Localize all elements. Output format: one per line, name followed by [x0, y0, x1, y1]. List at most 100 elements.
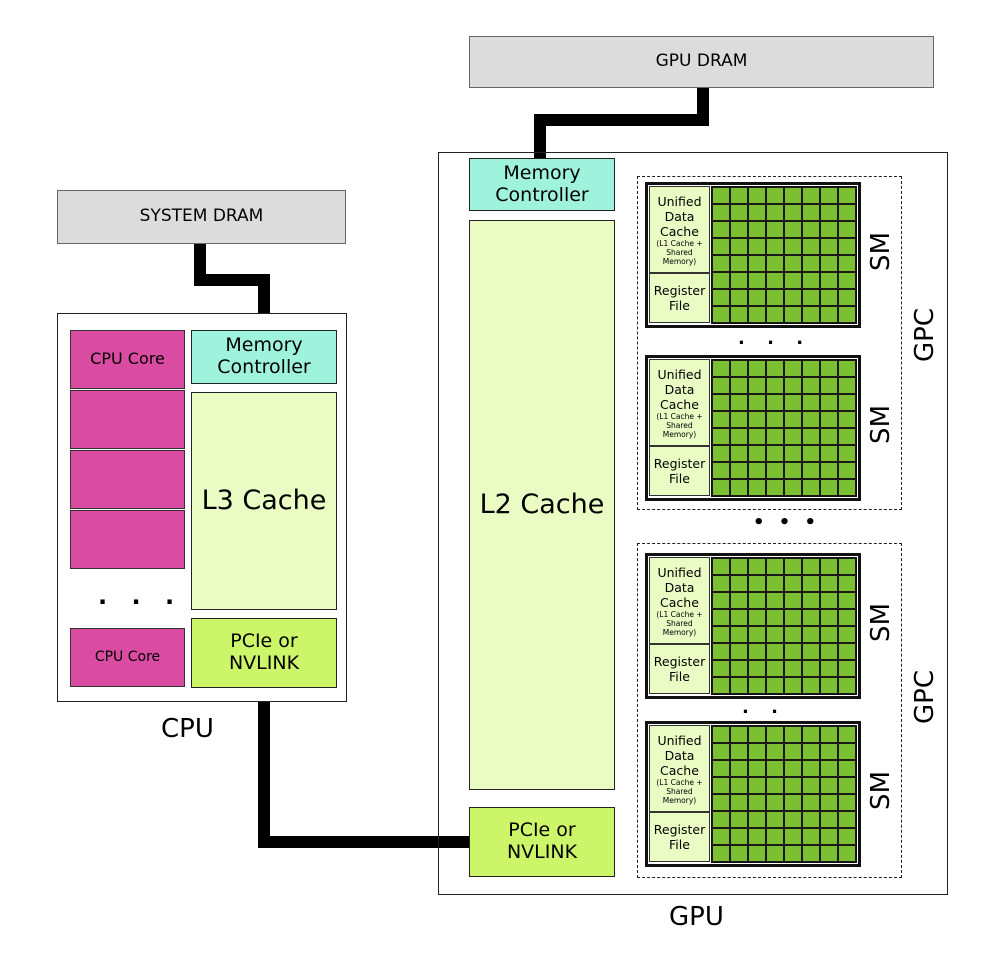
cuda-core-cell — [766, 660, 784, 677]
cuda-core-cell — [802, 626, 820, 643]
unified-data-cache-sublabel: (L1 Cache + Shared Memory) — [656, 411, 703, 439]
cuda-core-cell — [820, 677, 838, 694]
cuda-core-cell — [838, 777, 856, 794]
gpu-dram-block: GPU DRAM — [469, 36, 934, 88]
cuda-core-cell — [748, 394, 766, 411]
cuda-core-cell — [820, 760, 838, 777]
cuda-core-cell — [730, 777, 748, 794]
unified-data-cache-label: Unified Data Cache — [657, 732, 702, 778]
cpu-core-top: CPU Core — [70, 330, 185, 389]
cuda-core-cell — [712, 221, 730, 238]
cuda-core-cell — [802, 743, 820, 760]
cuda-core-cell — [748, 777, 766, 794]
cuda-core-cell — [784, 306, 802, 323]
cuda-core-cell — [766, 828, 784, 845]
cpu-core-label: CPU Core — [94, 649, 161, 666]
cuda-core-cell — [802, 794, 820, 811]
cuda-core-cell — [784, 221, 802, 238]
cuda-core-cell — [766, 760, 784, 777]
l3-cache-label: L3 Cache — [201, 485, 327, 517]
gpu-dram-link — [534, 88, 709, 158]
cuda-core-cell — [838, 743, 856, 760]
cuda-core-cell — [820, 828, 838, 845]
cuda-core-cell — [820, 479, 838, 496]
unified-data-cache-label: Unified Data Cache — [657, 366, 702, 412]
cuda-core-cell — [748, 360, 766, 377]
cuda-core-cell — [730, 479, 748, 496]
cuda-core-cell — [802, 760, 820, 777]
cuda-core-cell — [766, 255, 784, 272]
cuda-core-cell — [766, 609, 784, 626]
cuda-core-cell — [820, 272, 838, 289]
cuda-core-cell — [838, 845, 856, 862]
cuda-core-cell — [802, 360, 820, 377]
cuda-core-cell — [838, 462, 856, 479]
gpc-bottom — [637, 543, 902, 878]
cuda-core-cell — [748, 828, 766, 845]
cuda-core-cell — [784, 845, 802, 862]
cuda-core-cell — [838, 677, 856, 694]
cuda-core-cell — [766, 643, 784, 660]
cuda-core-cell — [784, 445, 802, 462]
cuda-core-cell — [730, 558, 748, 575]
system-dram-block: SYSTEM DRAM — [57, 190, 346, 244]
cuda-core-cell — [748, 609, 766, 626]
cuda-core-cell — [712, 626, 730, 643]
sm-label: SM — [866, 603, 896, 642]
cuda-core-cell — [712, 592, 730, 609]
cuda-core-cell — [820, 462, 838, 479]
cuda-core-cell — [838, 828, 856, 845]
cuda-core-cell — [820, 221, 838, 238]
cuda-core-cell — [766, 677, 784, 694]
cuda-core-cell — [730, 204, 748, 221]
cuda-core-cell — [784, 828, 802, 845]
cuda-core-cell — [766, 289, 784, 306]
cuda-core-cell — [748, 255, 766, 272]
cpu-core-label: CPU Core — [90, 349, 165, 369]
cuda-core-cell — [820, 306, 838, 323]
cuda-core-cell — [784, 238, 802, 255]
unified-data-cache: Unified Data Cache(L1 Cache + Shared Mem… — [649, 557, 710, 644]
sm-ellipsis: . . — [742, 697, 786, 718]
cuda-core-cell — [766, 394, 784, 411]
cpu-gpu-nvlink — [258, 688, 470, 848]
cuda-core-cell — [748, 811, 766, 828]
cuda-core-cell — [712, 777, 730, 794]
cuda-core-cell — [784, 204, 802, 221]
cuda-core-cell — [820, 394, 838, 411]
cuda-core-cell — [748, 575, 766, 592]
cuda-core-cell — [838, 558, 856, 575]
cuda-core-cell — [784, 760, 802, 777]
sm-ellipsis: . . . — [738, 328, 812, 349]
cuda-core-cell — [766, 377, 784, 394]
cuda-core-cell — [730, 272, 748, 289]
l2-cache: L2 Cache — [469, 220, 615, 790]
cuda-core-cell — [784, 255, 802, 272]
unified-data-cache-sublabel: (L1 Cache + Shared Memory) — [656, 777, 703, 805]
cuda-core-cell — [712, 306, 730, 323]
cuda-core-cell — [730, 743, 748, 760]
cuda-core-cell — [802, 845, 820, 862]
core-grid — [711, 557, 857, 695]
cuda-core-cell — [748, 592, 766, 609]
cuda-core-cell — [730, 428, 748, 445]
cuda-core-cell — [730, 811, 748, 828]
cuda-core-cell — [712, 760, 730, 777]
cuda-core-cell — [748, 760, 766, 777]
cuda-core-cell — [730, 238, 748, 255]
cuda-core-cell — [802, 204, 820, 221]
cuda-core-cell — [730, 221, 748, 238]
cuda-core-cell — [802, 187, 820, 204]
cuda-core-cell — [784, 360, 802, 377]
cuda-core-cell — [730, 445, 748, 462]
cuda-core-cell — [784, 643, 802, 660]
cuda-core-cell — [802, 306, 820, 323]
cuda-core-cell — [784, 272, 802, 289]
cuda-core-cell — [766, 411, 784, 428]
cuda-core-cell — [838, 272, 856, 289]
cuda-core-cell — [784, 575, 802, 592]
cuda-core-cell — [838, 377, 856, 394]
cuda-core-cell — [766, 272, 784, 289]
cuda-core-cell — [748, 794, 766, 811]
cuda-core-cell — [766, 306, 784, 323]
